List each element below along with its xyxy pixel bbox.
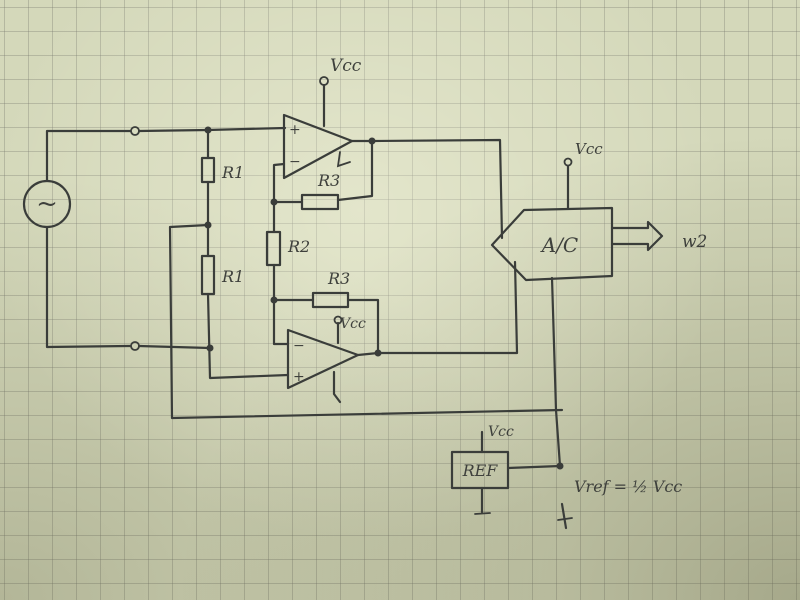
ref-label: REF [462,461,499,480]
r1-top-label: R1 [221,163,244,182]
op-amp-top-minus: − [289,154,301,170]
input-terminal-top [130,126,140,136]
op-amp-top: + − [270,76,504,240]
vcc-label-ref: Vcc [488,424,514,440]
resistor-r3-bottom [311,291,350,309]
ac-source-symbol: ~ [36,189,58,219]
resistor-r2 [265,230,282,267]
resistor-r2-branch [265,230,380,355]
ac-source: ~ [22,179,72,229]
resistor-r1-top [200,156,216,184]
reference-block: REF [450,430,573,530]
op-amp-bottom-plus: + [293,369,305,385]
vcc-label-adc: Vcc [575,140,603,158]
op-amp-bottom: − + [286,260,519,404]
adc-label: A/C [540,233,578,257]
resistor-r3-top [300,193,340,211]
vcc-label-bottom-amp: Vcc [340,316,366,332]
op-amp-bottom-minus: − [293,338,305,354]
source-wires [45,126,287,351]
vcc-label-top: Vcc [330,56,362,76]
op-amp-top-plus: + [289,122,301,138]
r2-label: R2 [287,237,310,256]
r1-bottom-label: R1 [221,267,244,286]
resistor-divider [168,126,564,420]
ref-box [450,450,510,490]
ref-equation: Vref = ½ Vcc [574,477,682,496]
adc-output-label: w2 [682,232,707,252]
input-terminal-bottom [130,341,140,351]
resistor-r1-bottom [200,254,216,296]
r3-top-label: R3 [317,171,340,190]
adc-block: A/C [490,157,664,468]
r3-bottom-label: R3 [327,269,350,288]
